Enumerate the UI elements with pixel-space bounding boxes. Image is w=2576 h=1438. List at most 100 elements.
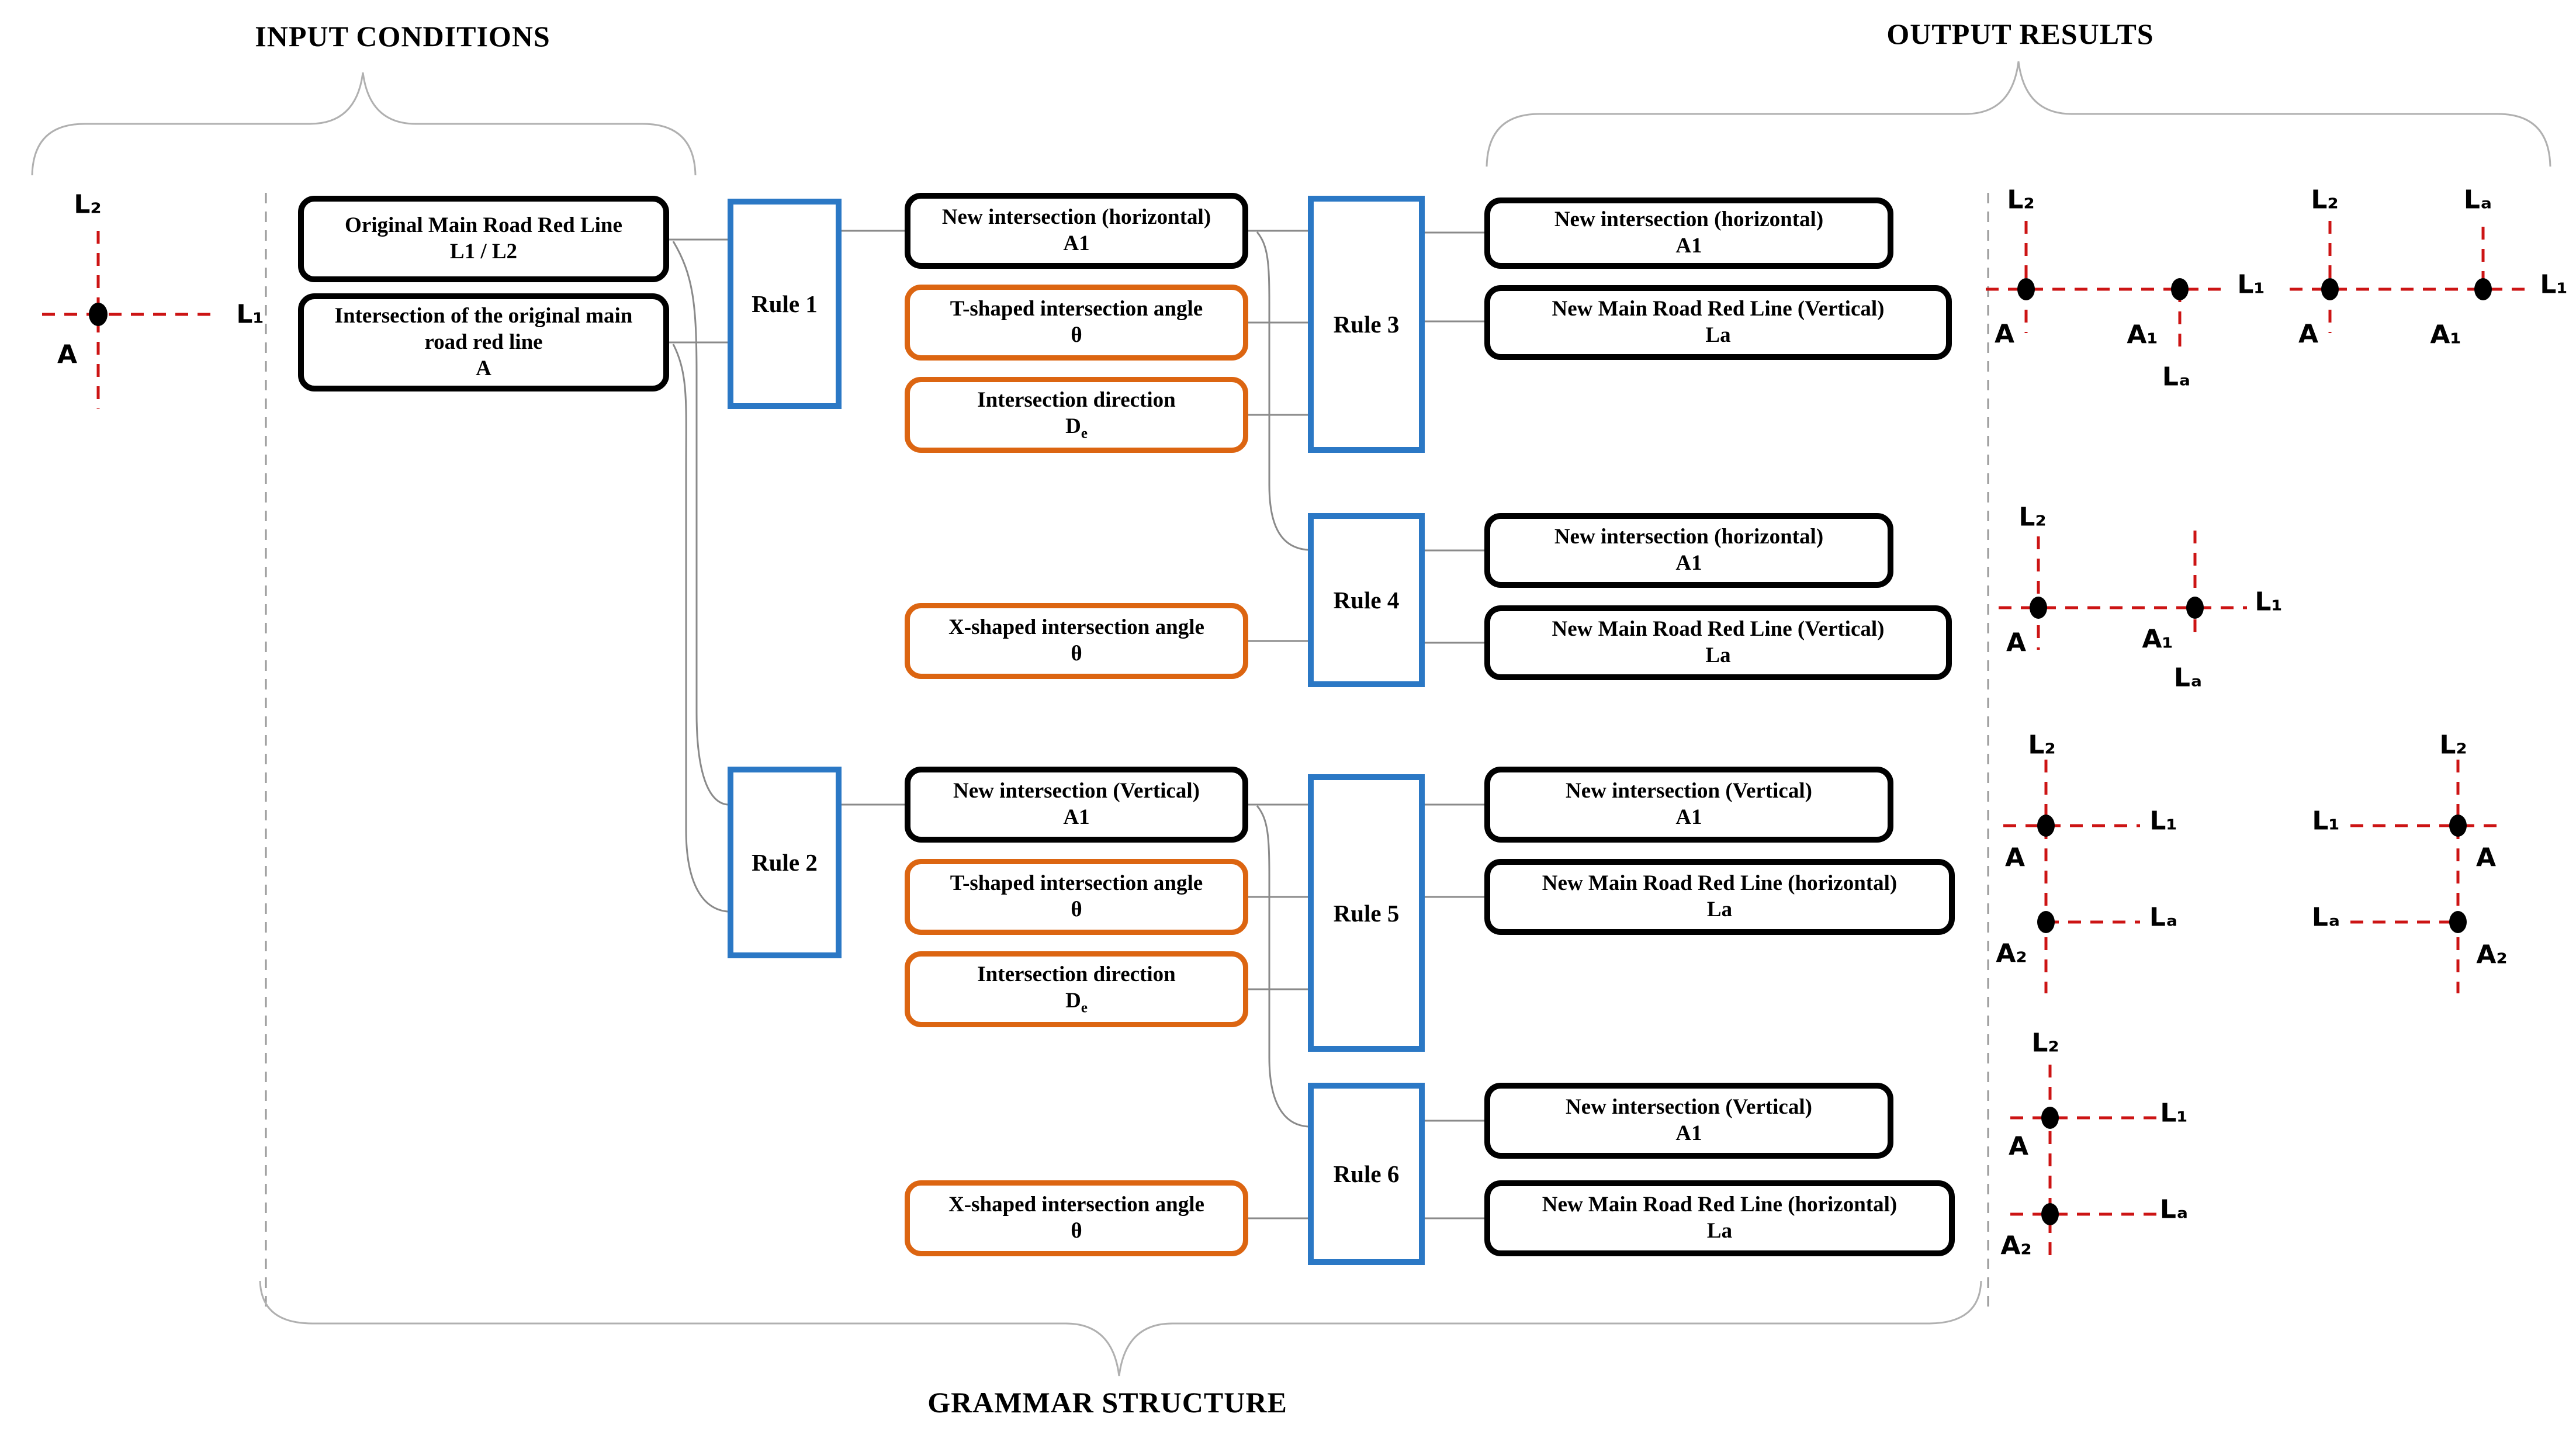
input-box-intersection-label: Intersection of the original main road r… (334, 303, 633, 354)
r4-l2-label: L₂ (2018, 502, 2047, 532)
rule6-output-sketch (2010, 1065, 2156, 1263)
output-label: New intersection (Vertical) (1566, 1095, 1812, 1120)
param-box-direction-1: Intersection direction De (905, 377, 1248, 453)
param-sublabel: θ (1071, 323, 1082, 348)
param-sublabel: A1 (1063, 805, 1090, 830)
rule-1-box: Rule 1 (728, 199, 842, 409)
param-box-x-angle-1: X-shaped intersection angle θ (905, 603, 1248, 679)
param-sublabel: De (1065, 989, 1088, 1016)
output-label: New Main Road Red Line (Vertical) (1552, 297, 1885, 321)
connectors (669, 230, 1484, 1219)
param-box-new-intersection-vertical: New intersection (Vertical) A1 (905, 767, 1248, 843)
section-braces (31, 61, 2551, 1377)
r5b-l1-label: L₁ (2312, 806, 2340, 836)
output-box-r5-a1: New intersection (Vertical) A1 (1484, 767, 1893, 843)
param-sublabel: A1 (1063, 231, 1090, 256)
dot-r5b-a2 (2449, 911, 2467, 933)
output-label: New intersection (Vertical) (1566, 779, 1812, 803)
rule-5-box: Rule 5 (1308, 774, 1425, 1052)
intersection-dots (89, 278, 2492, 1225)
output-sublabel: La (1705, 323, 1731, 348)
param-box-direction-2: Intersection direction De (905, 951, 1248, 1027)
dot-r6-a (2041, 1107, 2059, 1129)
dot-r3b-a (2321, 278, 2339, 300)
input-conditions-title: INPUT CONDITIONS (255, 20, 550, 53)
r3a-a-label: A (1994, 319, 2015, 349)
output-box-r4-a1: New intersection (horizontal) A1 (1484, 513, 1893, 588)
output-sublabel: A1 (1675, 805, 1702, 830)
dot-r4-a (2030, 597, 2047, 619)
connector-a1-rule4-curve (1256, 231, 1308, 551)
rule5-output-sketch-left (2350, 760, 2506, 993)
r5a-a2-label: A₂ (1996, 938, 2027, 969)
param-box-t-angle-2: T-shaped intersection angle θ (905, 859, 1248, 935)
r3b-l1-label: L₁ (2540, 269, 2568, 300)
dot-r6-a2 (2041, 1203, 2059, 1225)
r6-la-label: Lₐ (2159, 1194, 2189, 1225)
grammar-brace (259, 1280, 1982, 1377)
output-box-r6-la: New Main Road Red Line (horizontal) La (1484, 1180, 1955, 1256)
r5b-la-label: Lₐ (2311, 902, 2340, 933)
output-box-r6-a1: New intersection (Vertical) A1 (1484, 1083, 1893, 1159)
rule-4-box: Rule 4 (1308, 513, 1425, 687)
input-sketch-l1-label: L₁ (236, 299, 264, 330)
output-box-r3-la: New Main Road Red Line (Vertical) La (1484, 285, 1952, 360)
r3b-la-label: Lₐ (2463, 185, 2492, 215)
r4-l1-label: L₁ (2255, 587, 2283, 617)
output-box-r5-la: New Main Road Red Line (horizontal) La (1484, 859, 1955, 935)
dot-r5a-a2 (2037, 911, 2055, 933)
output-sublabel: La (1706, 898, 1733, 922)
output-brace (1486, 61, 2551, 167)
output-label: New intersection (horizontal) (1554, 207, 1824, 232)
r6-a-label: A (2008, 1131, 2029, 1162)
r6-l1-label: L₁ (2160, 1098, 2188, 1128)
r3a-la-label: Lₐ (2162, 362, 2191, 392)
r3b-l2-label: L₂ (2311, 185, 2339, 215)
r5a-l2-label: L₂ (2028, 730, 2056, 760)
rule-3-box: Rule 3 (1308, 196, 1425, 453)
r6-a2-label: A₂ (2000, 1231, 2032, 1261)
dot-r5b-a (2449, 815, 2467, 837)
dot-input-a (89, 303, 108, 326)
r3b-a1-label: A₁ (2430, 320, 2461, 350)
r3a-l1-label: L₁ (2237, 269, 2265, 300)
grammar-structure-title: GRAMMAR STRUCTURE (927, 1386, 1287, 1419)
param-label: X-shaped intersection angle (948, 1193, 1204, 1217)
param-sublabel: θ (1071, 642, 1082, 666)
r5a-la-label: Lₐ (2149, 902, 2178, 933)
rule-6-box: Rule 6 (1308, 1083, 1425, 1265)
output-label: New intersection (horizontal) (1554, 525, 1824, 549)
output-label: New Main Road Red Line (horizontal) (1542, 1193, 1898, 1217)
rule5-output-sketch-right (2003, 760, 2140, 993)
rule-6-label: Rule 6 (1333, 1160, 1400, 1187)
param-label: Intersection direction (977, 962, 1176, 987)
dot-r5a-a (2037, 815, 2055, 837)
dot-r4-a1 (2186, 597, 2204, 619)
param-label: New intersection (horizontal) (941, 205, 1211, 230)
r3a-a1-label: A₁ (2127, 320, 2158, 350)
output-sublabel: A1 (1675, 1121, 1702, 1146)
param-label: T-shaped intersection angle (950, 871, 1203, 896)
r5a-a-label: A (2004, 843, 2026, 873)
rule-1-label: Rule 1 (752, 290, 818, 317)
rule-2-box: Rule 2 (728, 767, 842, 958)
rule-4-label: Rule 4 (1333, 587, 1400, 614)
output-results-title: OUTPUT RESULTS (1886, 18, 2154, 50)
r5b-l2-label: L₂ (2439, 730, 2467, 760)
rule-5-label: Rule 5 (1333, 899, 1400, 927)
output-sublabel: La (1705, 643, 1731, 668)
input-sketch-a-label: A (57, 339, 78, 370)
r4-la-label: Lₐ (2173, 663, 2203, 693)
dot-r3b-a1 (2474, 278, 2492, 300)
r5a-l1-label: L₁ (2149, 806, 2177, 836)
input-brace (31, 72, 697, 176)
output-label: New Main Road Red Line (Vertical) (1552, 617, 1885, 642)
input-intersection-sketch (42, 231, 210, 409)
connector-in2-rule2-curve (672, 344, 728, 913)
dot-r3a1 (2171, 278, 2189, 300)
r6-l2-label: L₂ (2031, 1028, 2059, 1058)
dot-r3a (2017, 278, 2035, 300)
input-box-intersection-sublabel: A (476, 356, 491, 380)
rule4-output-sketch (1999, 531, 2247, 650)
